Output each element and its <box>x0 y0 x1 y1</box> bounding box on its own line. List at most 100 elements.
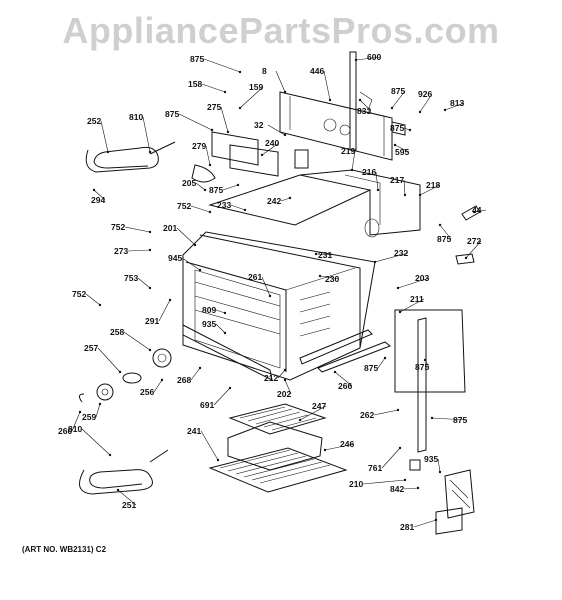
leader-line <box>71 411 81 432</box>
leader-line <box>181 257 201 271</box>
callout-label: 211 <box>410 294 424 304</box>
callout-label: 842 <box>390 484 404 494</box>
callout-label: 691 <box>200 400 214 410</box>
callout-label: 935 <box>424 454 438 464</box>
leader-dot <box>98 303 102 307</box>
callout-label: 251 <box>122 500 136 510</box>
leader-line <box>127 249 151 252</box>
leader-dot <box>243 208 247 212</box>
leader-line <box>200 430 219 461</box>
leader-dot <box>198 268 202 272</box>
leader-lines <box>71 56 487 528</box>
leader-dot <box>160 378 164 382</box>
callout-label: 260 <box>58 426 72 436</box>
callout-label: 810 <box>68 424 82 434</box>
leader-dot <box>283 378 287 382</box>
callout-label: 217 <box>390 175 404 185</box>
leader-line <box>124 226 151 233</box>
leader-dot <box>472 210 476 214</box>
callout-label: 752 <box>111 222 125 232</box>
leader-dot <box>148 248 152 252</box>
leader-dot <box>358 98 362 102</box>
leader-dot <box>168 298 172 302</box>
callout-label: 595 <box>395 147 409 157</box>
callout-label: 273 <box>114 246 128 256</box>
leader-line <box>473 209 487 213</box>
leader-line <box>178 113 213 131</box>
leader-dot <box>283 90 287 94</box>
callout-label: 261 <box>248 272 262 282</box>
callout-label: 926 <box>418 89 432 99</box>
callout-label: 218 <box>426 180 440 190</box>
leader-line <box>315 253 333 256</box>
oven-parts-drawing <box>78 51 481 535</box>
callout-label: 752 <box>72 289 86 299</box>
leader-line <box>375 171 379 191</box>
callout-label: 833 <box>357 106 371 116</box>
callout-label: 291 <box>145 316 159 326</box>
leader-dot <box>238 106 242 110</box>
leader-dot <box>396 408 400 412</box>
leader-line <box>123 331 151 351</box>
leader-dot <box>434 518 438 522</box>
leader-line <box>334 371 353 387</box>
callout-label: 232 <box>394 248 408 258</box>
leader-line <box>381 447 401 469</box>
leader-line <box>413 519 437 528</box>
leader-line <box>377 357 386 369</box>
callout-label: 202 <box>277 389 291 399</box>
callout-label: 875 <box>437 234 451 244</box>
callout-label: 8 <box>262 66 267 76</box>
leader-dot <box>383 356 387 360</box>
leader-dot <box>418 193 422 197</box>
leader-line <box>117 489 137 506</box>
leader-line <box>203 58 241 73</box>
leader-dot <box>78 410 82 414</box>
leader-line <box>394 144 410 153</box>
leader-dot <box>148 286 152 290</box>
leader-line <box>280 197 291 202</box>
leader-dot <box>268 294 272 298</box>
leader-dot <box>260 153 264 157</box>
leader-line <box>355 56 382 61</box>
leader-dot <box>393 143 397 147</box>
callout-label: 203 <box>415 273 429 283</box>
callout-label: 159 <box>249 82 263 92</box>
leader-dot <box>148 150 152 154</box>
leader-line <box>222 184 239 191</box>
callout-label: 240 <box>265 138 279 148</box>
leader-line <box>261 276 271 297</box>
leader-dot <box>226 130 230 134</box>
leader-line <box>403 487 419 490</box>
leader-dot <box>350 168 354 172</box>
callout-label: 813 <box>450 98 464 108</box>
leader-line <box>153 379 163 393</box>
callout-label: 446 <box>310 66 324 76</box>
callout-label: 241 <box>187 426 201 436</box>
callout-label: 752 <box>177 201 191 211</box>
callout-label: 875 <box>165 109 179 119</box>
callout-label: 272 <box>467 236 481 246</box>
leader-dot <box>323 448 327 452</box>
leader-dot <box>236 183 240 187</box>
callout-label: 875 <box>209 185 223 195</box>
leader-dot <box>418 110 422 114</box>
callout-label: 281 <box>400 522 414 532</box>
leader-line <box>444 102 465 111</box>
leader-dot <box>416 486 420 490</box>
leader-line <box>419 184 441 196</box>
leader-dot <box>198 366 202 370</box>
leader-dot <box>398 446 402 450</box>
leader-dot <box>423 358 427 362</box>
leader-line <box>190 205 211 213</box>
callout-label: 219 <box>341 146 355 156</box>
leader-dot <box>398 310 402 314</box>
leader-line <box>176 227 196 246</box>
callout-label: 158 <box>188 79 202 89</box>
leader-dot <box>108 453 112 457</box>
leader-dot <box>116 488 120 492</box>
leader-line <box>95 403 101 418</box>
callout-label: 246 <box>340 439 354 449</box>
leader-line <box>85 293 101 306</box>
